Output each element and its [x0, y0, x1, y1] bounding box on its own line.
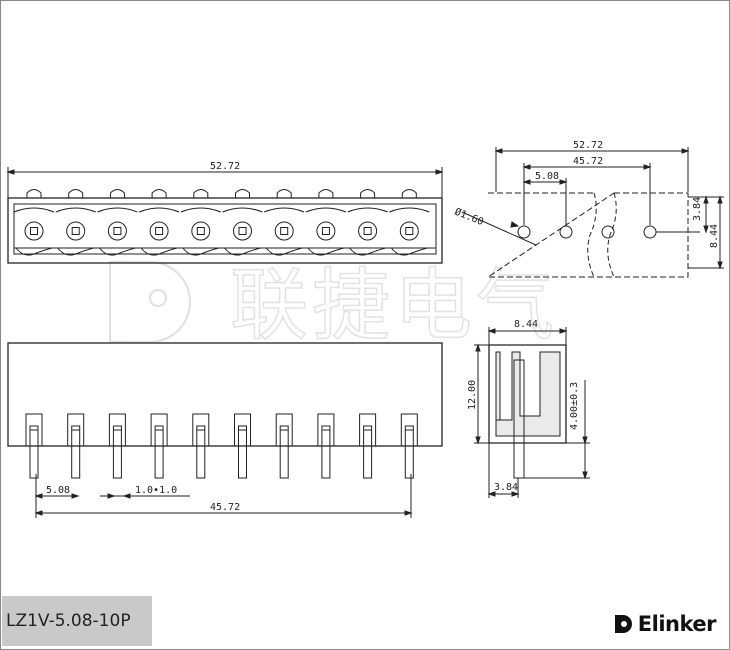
pin-4 [150, 413, 168, 479]
pin-9 [359, 413, 377, 479]
side-pin-offset-label: 3.84 [494, 482, 518, 493]
pin-pitch-label: 5.08 [46, 485, 70, 496]
watermark-text: 联捷电气 [230, 261, 558, 351]
brand-icon [614, 615, 632, 633]
side-width-label: 8.44 [514, 319, 538, 330]
hole-height-label: 8.44 [709, 224, 720, 248]
pin-3 [108, 413, 126, 479]
terminal-5 [180, 189, 221, 256]
pin-5 [192, 413, 210, 479]
terminal-4 [138, 189, 180, 256]
hole-pattern-view [461, 147, 724, 278]
side-view [474, 327, 590, 498]
pin-1 [25, 413, 43, 479]
pin-6 [234, 413, 251, 479]
front-width-label: 52.72 [210, 161, 240, 172]
terminal-6 [222, 189, 263, 256]
terminal-2 [55, 189, 96, 256]
hole-overall-label: 52.72 [573, 140, 603, 151]
terminal-9 [347, 189, 388, 256]
pin-8 [317, 413, 335, 479]
hole-offset-label: 3.84 [692, 197, 703, 221]
pin-span-label: 45.72 [210, 502, 240, 513]
brand-name: Elinker [637, 612, 717, 636]
pin-10 [400, 413, 418, 479]
hole-pitch-label: 5.08 [535, 171, 559, 182]
pin-view [7, 342, 443, 518]
pin-7 [275, 413, 293, 479]
terminal-1 [13, 189, 55, 256]
side-height-label: 12.00 [467, 380, 478, 410]
pin-2 [67, 413, 85, 479]
hole-span-label: 45.72 [573, 156, 603, 167]
terminal-7 [264, 189, 305, 256]
terminal-3 [97, 189, 138, 256]
front-view [6, 167, 444, 264]
brand-logo: Elinker [613, 611, 717, 637]
watermark: 联捷电气 [109, 260, 558, 352]
pin-section-label: 1.0•1.0 [135, 485, 177, 496]
side-pin-length-label: 4.00±0.3 [569, 382, 580, 430]
terminal-10 [389, 189, 430, 256]
part-number-label: LZ1V-5.08-10P [2, 596, 152, 646]
hole-dia-label: Ø1.60 [453, 206, 485, 228]
terminal-8 [305, 189, 347, 256]
